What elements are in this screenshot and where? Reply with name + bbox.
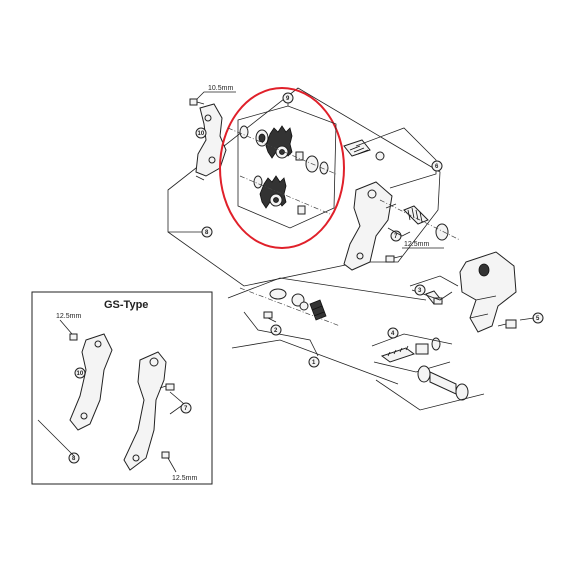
- svg-text:7: 7: [184, 406, 188, 412]
- callout-2: 2: [270, 324, 282, 336]
- svg-text:2: 2: [274, 328, 278, 334]
- outer-cage-plate: [195, 103, 227, 177]
- gs-callout-7: 7: [180, 402, 192, 414]
- svg-text:9: 9: [286, 96, 290, 102]
- svg-text:8: 8: [72, 456, 76, 462]
- svg-text:3: 3: [418, 288, 422, 294]
- gs-spring-screw: [159, 383, 175, 391]
- svg-text:10: 10: [77, 371, 84, 377]
- callout-1: 1: [308, 356, 320, 368]
- body-screw-5: [497, 319, 517, 329]
- callout-3: 3: [414, 284, 426, 296]
- callout-10: 10: [195, 127, 207, 139]
- svg-text:5: 5: [536, 316, 540, 322]
- cable-adjuster: [380, 337, 441, 363]
- dim-top-group: 10.5mm: [189, 85, 236, 106]
- pivot-bolt: [343, 139, 385, 161]
- gs-type-inset: GS-Type 12.5mm 10 7: [31, 291, 213, 485]
- gs-dim-bottom-label: 12.5mm: [172, 475, 197, 482]
- callout-9: 9: [282, 92, 294, 104]
- main-assembly: 10.5mm 10 8 9: [167, 85, 544, 411]
- gs-dim-top-label: 12.5mm: [56, 313, 81, 320]
- gs-callout-8: 8: [68, 452, 80, 464]
- callout-6: 6: [431, 160, 443, 172]
- lower-tension-pulley: [239, 175, 331, 215]
- svg-text:7: 7: [394, 234, 398, 240]
- cage-group-frame: [167, 87, 441, 287]
- svg-text:10: 10: [198, 131, 205, 137]
- svg-text:4: 4: [391, 331, 395, 337]
- gs-small-bolt-icon: [69, 333, 78, 341]
- cage-fixing-group: [239, 287, 341, 327]
- callout-5: 5: [532, 312, 544, 324]
- gs-outer-plate: [69, 333, 113, 431]
- dim-top-label: 10.5mm: [208, 85, 233, 92]
- callout-4: 4: [387, 327, 399, 339]
- dim-mid-group: 12.5mm: [385, 241, 444, 263]
- pulley-highlight-circle: [219, 87, 345, 249]
- callout-8: 8: [201, 226, 213, 238]
- svg-text:8: 8: [205, 230, 209, 236]
- gs-type-box: [31, 291, 213, 485]
- derailleur-main-body: [459, 251, 517, 333]
- inner-cage-plate: [343, 181, 393, 271]
- mounting-bolt: [417, 365, 469, 401]
- small-bolt-icon: [189, 98, 205, 106]
- svg-text:1: 1: [312, 360, 316, 366]
- callout-7: 7: [390, 230, 402, 242]
- gs-type-title: GS-Type: [104, 299, 148, 311]
- dim-mid-label: 12.5mm: [404, 241, 429, 248]
- gs-bottom-bolt-icon: [161, 451, 170, 459]
- gs-inner-plate: [123, 351, 167, 471]
- return-spring: [379, 199, 461, 241]
- gs-callout-10: 10: [74, 367, 86, 379]
- upper-guide-pulley: [227, 125, 337, 175]
- svg-text:6: 6: [435, 164, 439, 170]
